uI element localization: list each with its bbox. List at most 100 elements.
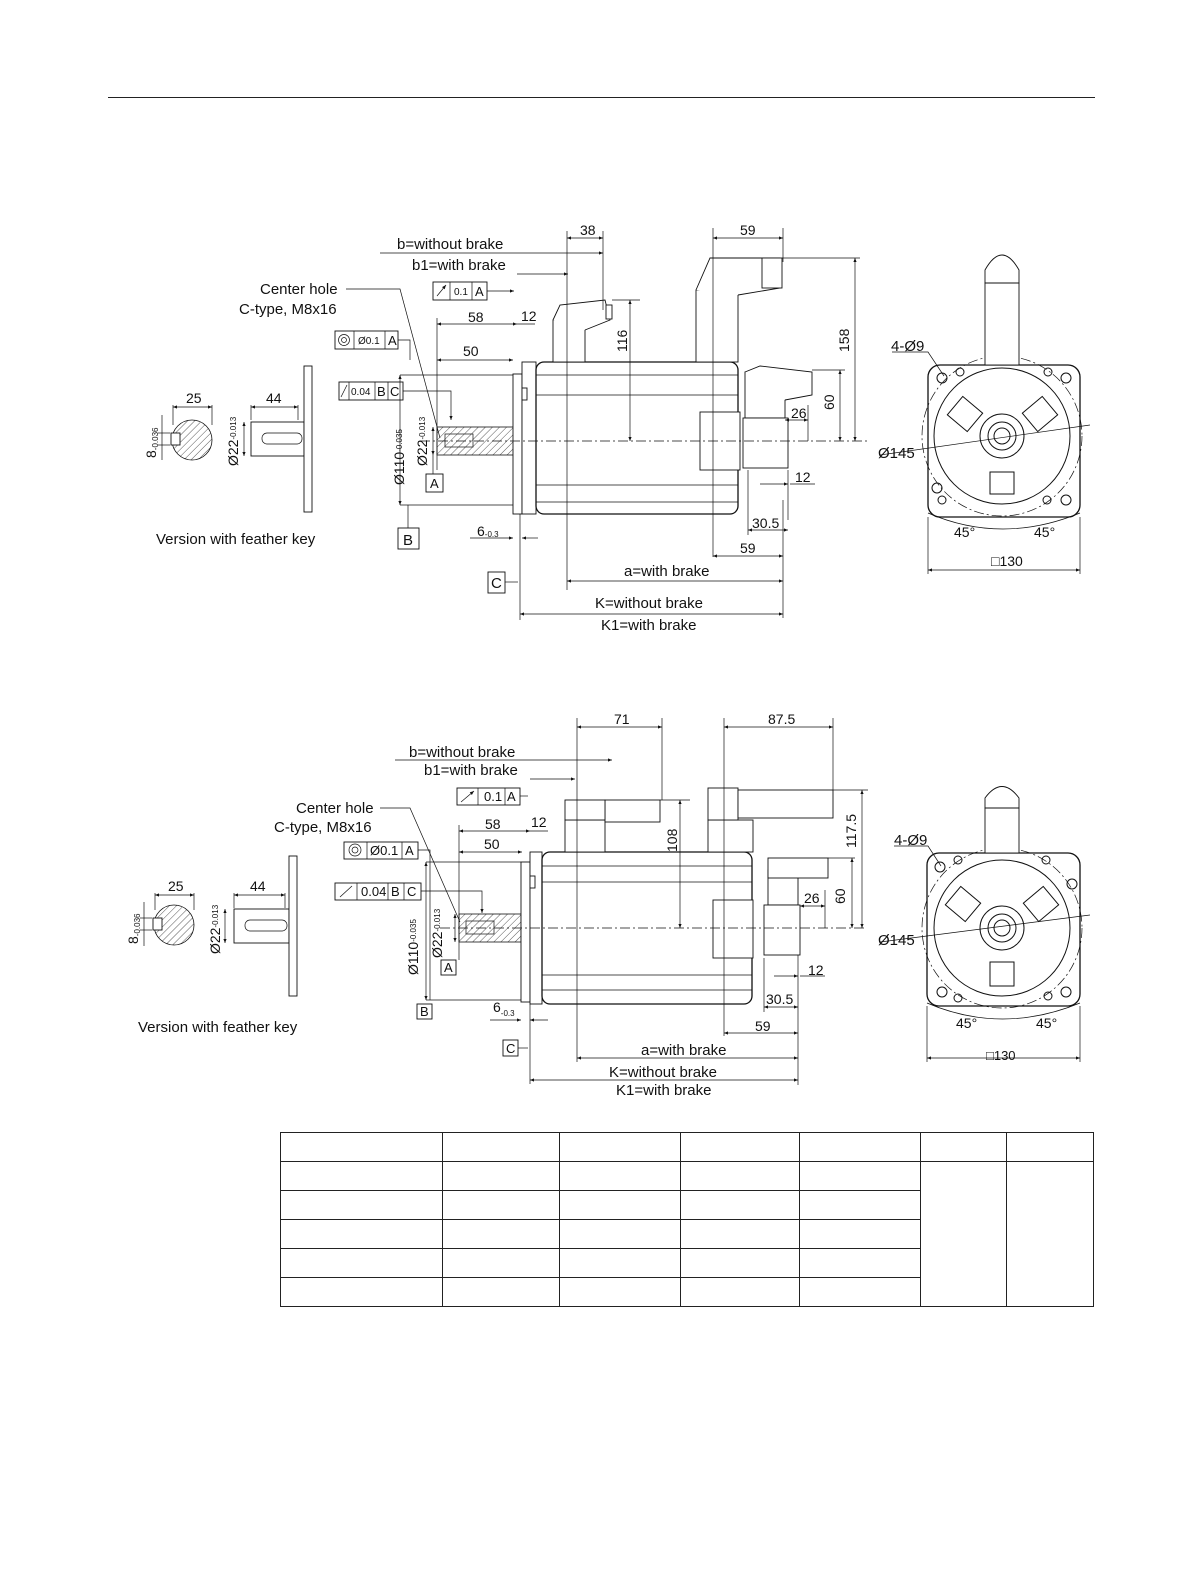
motor-side-view-2 xyxy=(458,787,834,1005)
runout-value: 0.04 xyxy=(361,884,386,899)
square-label: □130 xyxy=(986,1048,1016,1063)
runout-frame xyxy=(338,381,453,420)
table-cell xyxy=(280,1219,443,1249)
datum-c: C xyxy=(506,1041,515,1056)
table-cell xyxy=(799,1277,921,1307)
dim-d22-key: Ø22-0.013 xyxy=(225,416,241,466)
concentricity-value: Ø0.1 xyxy=(370,843,398,858)
concentricity-value: Ø0.1 xyxy=(358,336,380,347)
table-cell xyxy=(559,1277,681,1307)
dim-d22: Ø22-0.013 xyxy=(414,416,430,466)
dim-30-5: 30.5 xyxy=(766,991,793,1007)
feather-key-section-1 xyxy=(158,405,213,461)
table-cell xyxy=(442,1219,560,1249)
dim-59-top: 59 xyxy=(740,222,756,238)
square-label: □130 xyxy=(991,553,1023,569)
angle-label-1: 45° xyxy=(954,524,975,540)
dim-87-5: 87.5 xyxy=(768,711,795,727)
table-cell xyxy=(920,1161,1007,1307)
table-cell xyxy=(280,1190,443,1220)
concentricity-frame xyxy=(343,841,431,1000)
concentricity-datum: A xyxy=(405,843,414,858)
table-cell xyxy=(559,1132,681,1162)
dim-38: 38 xyxy=(580,222,596,238)
dim-d110: Ø110-0.035 xyxy=(391,429,407,485)
dim-60: 60 xyxy=(832,888,848,904)
dim-12-top: 12 xyxy=(521,308,537,324)
angle-label-2: 45° xyxy=(1036,1015,1057,1031)
runout-frame xyxy=(334,882,484,913)
pcd-label: Ø145 xyxy=(878,932,915,949)
table-cell xyxy=(559,1248,681,1278)
runout-top-datum: A xyxy=(475,284,484,299)
dim-25: 25 xyxy=(168,878,184,894)
drawing-1: 25 8-0.036 44 Ø22-0.013 Version with fea… xyxy=(143,222,1091,634)
K-without-brake-label: K=without brake xyxy=(609,1064,717,1081)
dim-116: 116 xyxy=(614,329,630,352)
center-hole-label: Center hole xyxy=(260,281,338,298)
dim-d22: Ø22-0.013 xyxy=(429,908,445,958)
dim-12-right: 12 xyxy=(808,962,824,978)
b1-with-brake-label: b1=with brake xyxy=(424,762,518,779)
angle-label-1: 45° xyxy=(956,1015,977,1031)
datum-a: A xyxy=(444,960,453,975)
runout-datum-b: B xyxy=(377,384,386,399)
table-cell xyxy=(1006,1132,1094,1162)
dim-108: 108 xyxy=(664,828,680,852)
runout-datum-c: C xyxy=(390,384,399,399)
table-cell xyxy=(799,1190,921,1220)
K1-with-brake-label: K1=with brake xyxy=(601,617,696,634)
feather-key-section-2 xyxy=(140,893,195,946)
table-cell xyxy=(280,1277,443,1307)
table-header-row xyxy=(280,1132,1094,1162)
dim-117-5: 117.5 xyxy=(843,814,859,848)
table-cell xyxy=(680,1219,800,1249)
table-cell xyxy=(680,1190,800,1220)
dim-12-right: 12 xyxy=(795,469,811,485)
b1-with-brake-label: b1=with brake xyxy=(412,257,506,274)
dim-25: 25 xyxy=(186,390,202,406)
dimension-table xyxy=(280,1132,1094,1307)
K-without-brake-label: K=without brake xyxy=(595,595,703,612)
table-cell xyxy=(559,1161,681,1191)
shaft-detail-1 xyxy=(242,365,313,513)
table-cell xyxy=(680,1277,800,1307)
dim-d22-key: Ø22-0.013 xyxy=(207,904,223,954)
shaft-detail-2 xyxy=(223,855,298,997)
dim-26: 26 xyxy=(791,405,807,421)
dim-8: 8-0.036 xyxy=(143,427,160,458)
table-cell xyxy=(442,1277,560,1307)
table-cell xyxy=(680,1161,800,1191)
runout-datum-c: C xyxy=(407,884,416,899)
motor-side-view-1 xyxy=(436,257,813,515)
dim-6: 6-0.3 xyxy=(493,999,515,1018)
center-hole-leader xyxy=(346,288,441,439)
center-hole-type-label: C-type, M8x16 xyxy=(239,301,337,318)
runout-top-value: 0.1 xyxy=(454,287,468,298)
table-cell xyxy=(442,1190,560,1220)
datum-a-box xyxy=(440,959,457,976)
holes-label: 4-Ø9 xyxy=(891,338,924,355)
table-cell xyxy=(280,1161,443,1191)
b-without-brake-label: b=without brake xyxy=(409,744,515,761)
dim-71: 71 xyxy=(614,711,630,727)
dim-d110: Ø110-0.035 xyxy=(405,919,421,975)
table-cell xyxy=(559,1190,681,1220)
dim-44: 44 xyxy=(250,878,266,894)
concentricity-frame xyxy=(334,330,411,360)
a-with-brake-label: a=with brake xyxy=(624,563,709,580)
dim-8: 8-0.036 xyxy=(125,913,142,944)
motor-end-view-2 xyxy=(879,786,1091,1062)
datum-c: C xyxy=(491,575,502,592)
datum-b-box xyxy=(397,527,420,550)
dim-158: 158 xyxy=(836,328,852,352)
holes-label: 4-Ø9 xyxy=(894,832,927,849)
center-hole-label: Center hole xyxy=(296,800,374,817)
table-cell xyxy=(799,1248,921,1278)
table-cell xyxy=(280,1132,443,1162)
table-cell xyxy=(1006,1161,1094,1307)
runout-top-value: 0.1 xyxy=(484,789,502,804)
dim-58: 58 xyxy=(468,309,484,325)
runout-datum-b: B xyxy=(391,884,400,899)
